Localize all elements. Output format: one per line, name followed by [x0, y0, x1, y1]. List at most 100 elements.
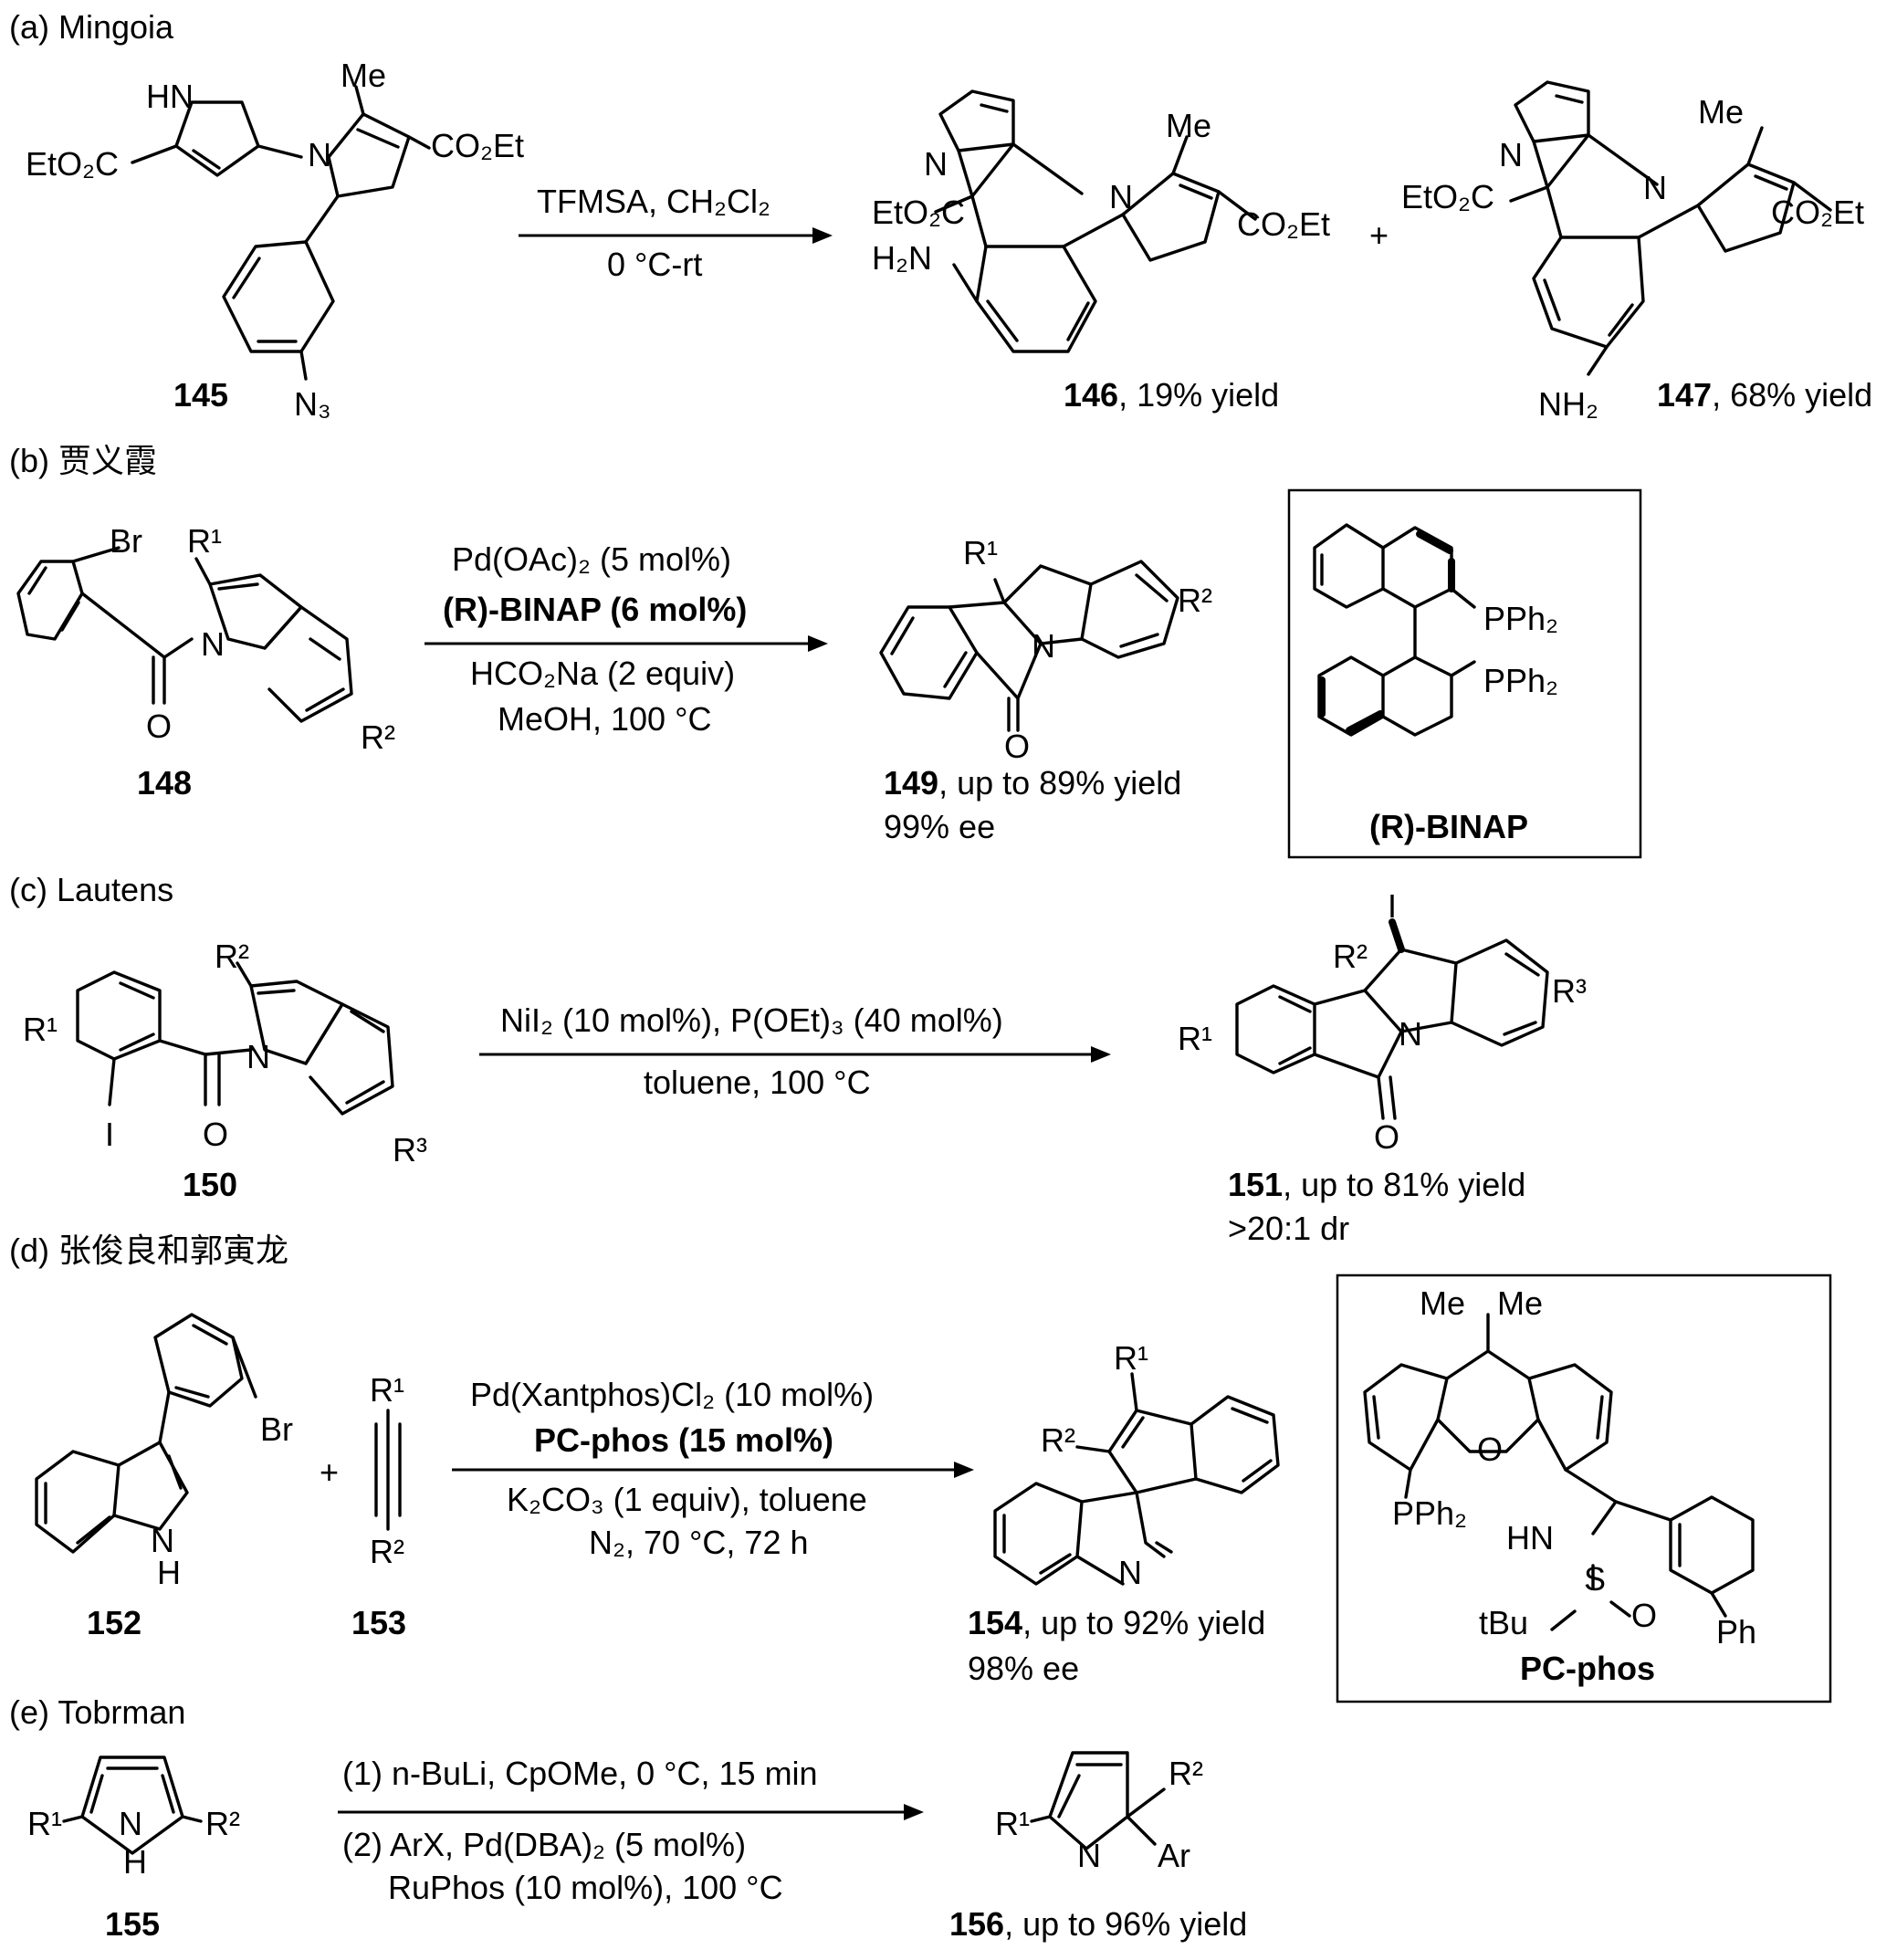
- compound-151: [1235, 918, 1549, 1120]
- conditions-d-2: PC-phos (15 mol%): [534, 1421, 833, 1459]
- atom: Br: [260, 1410, 293, 1448]
- atom: Me: [1166, 107, 1211, 144]
- conditions-b-3: HCO₂Na (2 equiv): [470, 655, 735, 692]
- atom: R²: [361, 718, 395, 756]
- atom: Ph: [1716, 1613, 1756, 1651]
- compound-label-153: 153: [351, 1604, 406, 1641]
- compound-154: [993, 1372, 1280, 1586]
- atom: N: [151, 1522, 174, 1559]
- atom: N: [1399, 1015, 1422, 1053]
- atom: N: [1499, 136, 1523, 173]
- product-156-caption: 156, up to 96% yield: [949, 1905, 1247, 1943]
- atom: I: [105, 1116, 114, 1153]
- atom: PPh₂: [1483, 600, 1558, 637]
- atom: N: [1643, 169, 1667, 206]
- atom: NH₂: [1538, 385, 1598, 423]
- atom: N: [201, 625, 225, 663]
- compound-label-152: 152: [87, 1604, 141, 1641]
- atom: H: [123, 1843, 147, 1881]
- atom: R¹: [187, 522, 222, 560]
- atom: EtO₂C: [26, 145, 119, 183]
- atom: EtO₂C: [1401, 178, 1494, 215]
- atom: CO₂Et: [1771, 194, 1864, 231]
- product-147-caption: 147, 68% yield: [1657, 376, 1872, 414]
- atom: H₂N: [872, 239, 932, 277]
- atom: R²: [1178, 582, 1212, 619]
- atom: R³: [1552, 972, 1587, 1010]
- product-154-caption: 154, up to 92% yield: [968, 1604, 1265, 1641]
- atom: R¹: [1114, 1339, 1148, 1377]
- conditions-b-1: Pd(OAc)₂ (5 mol%): [452, 540, 731, 578]
- conditions-d-3: K₂CO₃ (1 equiv), toluene: [507, 1481, 867, 1518]
- product-151-dr: >20:1 dr: [1228, 1210, 1349, 1247]
- compound-label-148: 148: [137, 764, 192, 802]
- atom: Me: [341, 57, 386, 94]
- atom: O: [1004, 728, 1030, 765]
- compound-150: [76, 961, 394, 1116]
- atom: R¹: [23, 1011, 58, 1048]
- atom: O: [203, 1116, 228, 1153]
- atom: N: [308, 136, 331, 173]
- compound-153: [374, 1409, 402, 1531]
- product-149-ee: 99% ee: [884, 808, 995, 845]
- panel-c: (c) Lautens R¹ R² N I O R³ 150 NiI₂ (10 …: [9, 871, 1587, 1247]
- atom: O: [146, 707, 172, 745]
- conditions-d-4: N₂, 70 °C, 72 h: [589, 1524, 809, 1561]
- atom: R²: [215, 938, 249, 975]
- conditions-b-2: (R)-BINAP (6 mol%): [443, 591, 747, 628]
- atom: N: [1032, 627, 1055, 665]
- atom: R²: [1169, 1755, 1203, 1792]
- atom: R²: [370, 1533, 404, 1570]
- compound-149: [879, 560, 1179, 732]
- plus-d: +: [320, 1453, 339, 1491]
- heading-c: (c) Lautens: [9, 871, 173, 908]
- conditions-c-2: toluene, 100 °C: [644, 1064, 871, 1101]
- atom: PPh₂: [1483, 662, 1558, 699]
- conditions-d-1: Pd(Xantphos)Cl₂ (10 mol%): [470, 1376, 874, 1413]
- heading-b: (b) 贾义霞: [9, 442, 157, 479]
- atom: HN: [1506, 1519, 1554, 1556]
- atom: N₃: [294, 385, 331, 423]
- heading-d: (d) 张俊良和郭寅龙: [9, 1232, 288, 1269]
- pcphos-label: PC-phos: [1520, 1650, 1655, 1687]
- atom: O: [1374, 1118, 1399, 1156]
- atom: N: [924, 145, 948, 183]
- conditions-e-2: (2) ArX, Pd(DBA)₂ (5 mol%): [342, 1826, 746, 1863]
- atom: CO₂Et: [1237, 205, 1330, 243]
- conditions-b-4: MeOH, 100 °C: [498, 700, 711, 738]
- atom: N: [1109, 178, 1133, 215]
- conditions-e-1: (1) n-BuLi, CpOMe, 0 °C, 15 min: [342, 1755, 818, 1792]
- compound-label-150: 150: [183, 1166, 237, 1203]
- atom: Me: [1698, 93, 1744, 131]
- atom: H: [157, 1554, 181, 1591]
- atom: N: [119, 1805, 142, 1842]
- product-146-caption: 146, 19% yield: [1064, 376, 1279, 414]
- compound-148: [16, 546, 353, 723]
- atom: R²: [205, 1805, 240, 1842]
- conditions-a-1: TFMSA, CH₂Cl₂: [537, 183, 770, 220]
- compound-label-145: 145: [173, 376, 228, 414]
- binap-box: [1287, 488, 1642, 859]
- atom: N: [1118, 1554, 1142, 1591]
- compound-label-155: 155: [105, 1905, 160, 1943]
- atom: R³: [393, 1131, 427, 1169]
- compound-152: [35, 1313, 257, 1554]
- conditions-a-2: 0 °C-rt: [607, 246, 702, 283]
- compound-147: [1509, 80, 1832, 376]
- atom: O: [1477, 1431, 1503, 1468]
- atom: HN: [146, 78, 194, 115]
- conditions-c-1: NiI₂ (10 mol%), P(OEt)₃ (40 mol%): [500, 1001, 1003, 1039]
- binap-label: (R)-BINAP: [1369, 808, 1528, 845]
- atom: EtO₂C: [872, 194, 965, 231]
- atom: tBu: [1479, 1604, 1528, 1641]
- compound-155: [62, 1756, 203, 1855]
- pcphos-box: [1336, 1273, 1832, 1703]
- atom: S: [1584, 1560, 1606, 1598]
- conditions-e-3: RuPhos (10 mol%), 100 °C: [388, 1869, 783, 1906]
- atom: R²: [1041, 1421, 1075, 1459]
- compound-pcphos: [1363, 1313, 1755, 1631]
- atom: Me: [1497, 1284, 1543, 1322]
- atom: R²: [1333, 938, 1368, 975]
- atom: R¹: [1178, 1020, 1212, 1057]
